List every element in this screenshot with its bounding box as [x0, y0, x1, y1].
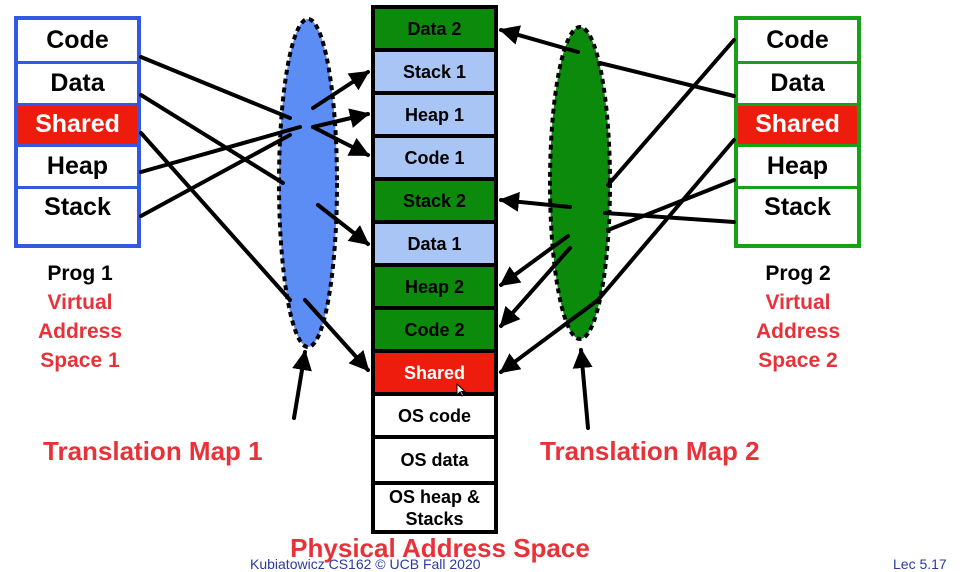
translation-map2-label: Translation Map 2 [540, 436, 760, 466]
arrow-map1-heap1 [311, 108, 370, 129]
phys-cell-stack1: Stack 1 [375, 52, 494, 91]
footer-credit: Kubiatowicz CS162 © UCB Fall 2020 [250, 556, 481, 572]
physical-address-space-title: Physical Address Space [290, 533, 590, 563]
arrow-p2-stack [603, 211, 736, 224]
arrow-map1-data1 [316, 203, 370, 246]
arrow-map2-code2 [499, 246, 572, 328]
prog1-segment-shared: Shared [18, 102, 137, 145]
prog1-label-line2: Address [37, 320, 123, 343]
prog1-name: Prog 1 [47, 262, 113, 285]
arrow-map2-heap2 [499, 234, 570, 287]
prog1-caption: Prog 1 Virtual Address Space 1 [0, 259, 160, 375]
arrow-map1-code1 [311, 125, 370, 157]
arrow-label-map2 [572, 348, 593, 430]
prog2-segment-stack: Stack [738, 185, 857, 227]
prog2-label-line2: Address [755, 320, 841, 343]
prog1-label-line3: Space 1 [40, 349, 120, 372]
prog2-caption: Prog 2 Virtual Address Space 2 [718, 259, 878, 375]
arrow-map1-stack1 [311, 70, 370, 110]
phys-cell-stack2: Stack 2 [375, 181, 494, 220]
prog1-label-line1: Virtual [47, 291, 113, 314]
prog2-segment-shared: Shared [738, 102, 857, 145]
phys-cell-code2: Code 2 [375, 310, 494, 349]
arrow-p2-shared [596, 138, 736, 302]
arrow-p1-heap [139, 125, 302, 174]
prog2-name: Prog 2 [765, 262, 831, 285]
prog2-segment-data: Data [738, 61, 857, 103]
prog1-virtual-address-space: Code Data Shared Heap Stack [14, 16, 141, 248]
arrow-map1-shared [303, 298, 370, 372]
arrow-p1-code [139, 55, 292, 120]
phys-cell-data2: Data 2 [375, 9, 494, 48]
phys-cell-shared: Shared [375, 353, 494, 392]
phys-cell-data1: Data 1 [375, 224, 494, 263]
prog2-virtual-address-space: Code Data Shared Heap Stack [734, 16, 861, 248]
phys-cell-heap1: Heap 1 [375, 95, 494, 134]
arrow-map2-stack2 [499, 191, 572, 212]
arrow-p2-data [598, 61, 736, 98]
phys-cell-os-heap-stacks: OS heap & Stacks [375, 485, 494, 530]
footer-slide-number: Lec 5.17 [893, 556, 947, 572]
mouse-pointer-icon [456, 383, 466, 397]
prog1-segment-data: Data [18, 61, 137, 103]
arrow-p1-stack [139, 133, 292, 218]
prog1-segment-code: Code [18, 20, 137, 62]
phys-cell-heap2: Heap 2 [375, 267, 494, 306]
translation-map2-ellipse [548, 25, 612, 341]
phys-cell-os-code: OS code [375, 396, 494, 435]
translation-map1-label: Translation Map 1 [43, 436, 263, 466]
prog2-label-line1: Virtual [765, 291, 831, 314]
phys-cell-code1: Code 1 [375, 138, 494, 177]
arrow-p2-code [606, 38, 736, 187]
prog1-segment-heap: Heap [18, 144, 137, 186]
arrow-p1-data [139, 93, 285, 185]
arrow-label-map1 [292, 350, 312, 420]
arrow-map2-shared [499, 298, 600, 374]
arrow-p2-heap [606, 178, 736, 232]
prog1-segment-stack: Stack [18, 185, 137, 227]
physical-address-space: Data 2 Stack 1 Heap 1 Code 1 Stack 2 Dat… [371, 5, 498, 534]
phys-cell-os-data: OS data [375, 439, 494, 481]
prog2-segment-heap: Heap [738, 144, 857, 186]
arrow-map2-data2 [499, 25, 580, 54]
prog2-segment-code: Code [738, 20, 857, 62]
arrow-p1-shared [139, 131, 292, 302]
prog2-label-line3: Space 2 [758, 349, 838, 372]
